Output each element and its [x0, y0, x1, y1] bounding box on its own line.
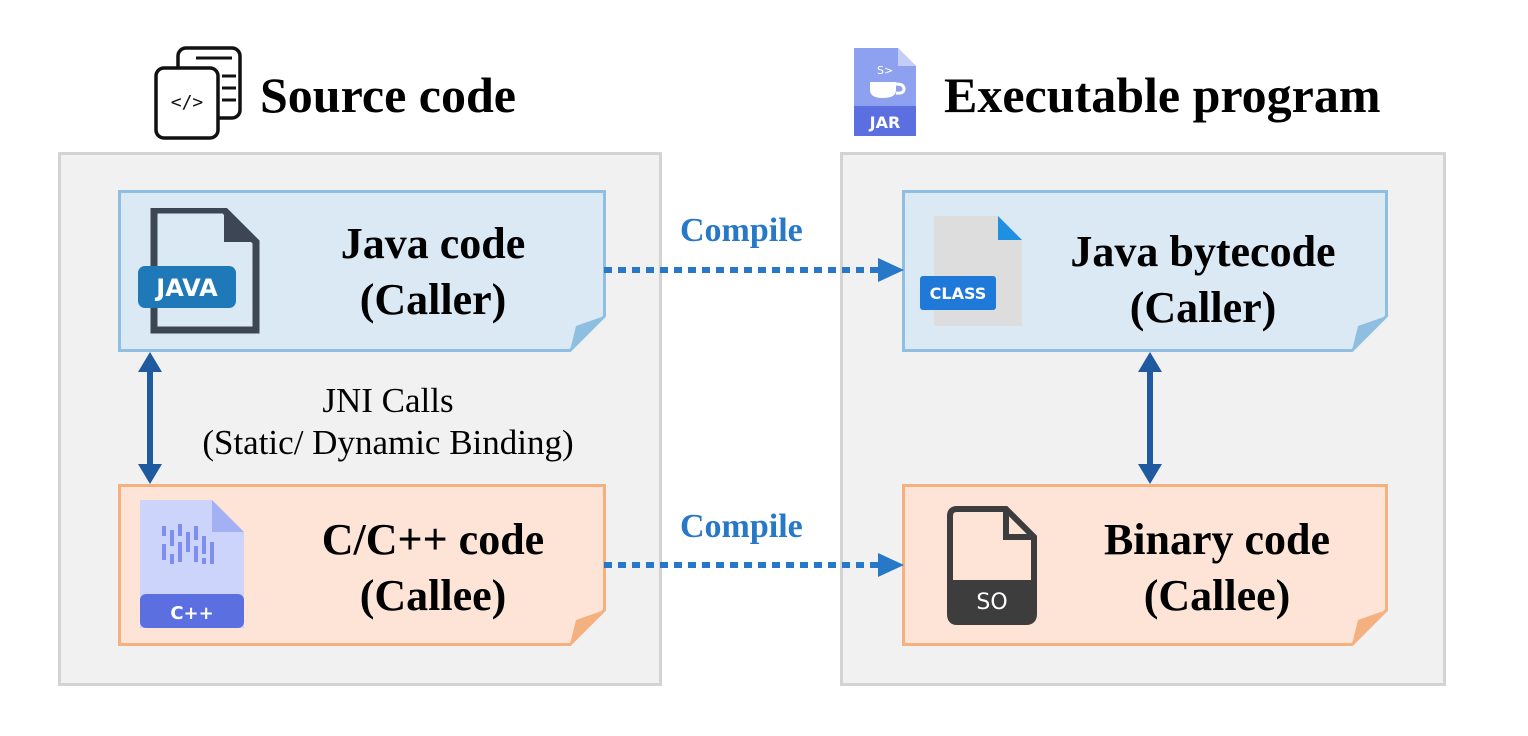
cpp-icon-label: C++ — [170, 603, 213, 624]
java-bytecode-note: CLASS Java bytecode (Caller) — [902, 190, 1388, 352]
java-bytecode-label: Java bytecode — [1070, 227, 1336, 276]
binding-double-arrow — [1138, 352, 1162, 484]
svg-text:S>: S> — [877, 64, 893, 77]
cpp-code-label: C/C++ code — [321, 515, 545, 564]
compile-label-top: Compile — [680, 212, 803, 249]
cpp-file-icon: C++ — [140, 500, 244, 628]
cpp-code-note: C++ C/C++ code (Callee) — [118, 484, 606, 646]
java-code-text: Java code (Caller) — [268, 216, 598, 328]
jni-calls-line1: JNI Calls — [322, 381, 454, 420]
class-file-icon: CLASS — [920, 216, 1022, 326]
jni-calls-line2: (Static/ Dynamic Binding) — [202, 423, 574, 462]
java-icon-label: JAVA — [154, 274, 218, 302]
java-bytecode-text: Java bytecode (Caller) — [1028, 224, 1378, 336]
source-code-header-icon: </> — [152, 46, 246, 142]
compile-arrow-bottom — [604, 553, 904, 577]
cpp-code-role: (Callee) — [359, 571, 507, 620]
jar-label: JAR — [869, 113, 901, 132]
java-code-role: (Caller) — [359, 275, 507, 324]
so-file-icon: SO — [947, 506, 1037, 625]
java-file-icon: JAVA — [138, 208, 260, 334]
binary-code-text: Binary code (Callee) — [1052, 512, 1382, 624]
executable-header-icon: S> JAR — [848, 46, 920, 138]
compile-label-bottom: Compile — [680, 508, 803, 545]
binary-code-label: Binary code — [1103, 515, 1331, 564]
java-code-note: JAVA Java code (Caller) — [118, 190, 606, 352]
compile-arrow-top — [604, 258, 904, 282]
java-code-label: Java code — [340, 219, 526, 268]
binary-code-note: SO Binary code (Callee) — [902, 484, 1388, 646]
jni-double-arrow — [138, 352, 162, 484]
binary-code-role: (Callee) — [1143, 571, 1291, 620]
executable-program-title: Executable program — [944, 67, 1381, 123]
java-bytecode-role: (Caller) — [1129, 283, 1277, 332]
jni-calls-label: JNI Calls (Static/ Dynamic Binding) — [160, 380, 616, 464]
source-code-file-icon: </> — [154, 46, 242, 140]
cpp-code-text: C/C++ code (Callee) — [268, 512, 598, 624]
so-icon-label: SO — [976, 590, 1007, 615]
class-icon-label: CLASS — [930, 284, 987, 303]
jar-file-icon: S> JAR — [854, 48, 916, 136]
source-code-title: Source code — [260, 67, 516, 123]
svg-text:</>: </> — [171, 92, 204, 113]
